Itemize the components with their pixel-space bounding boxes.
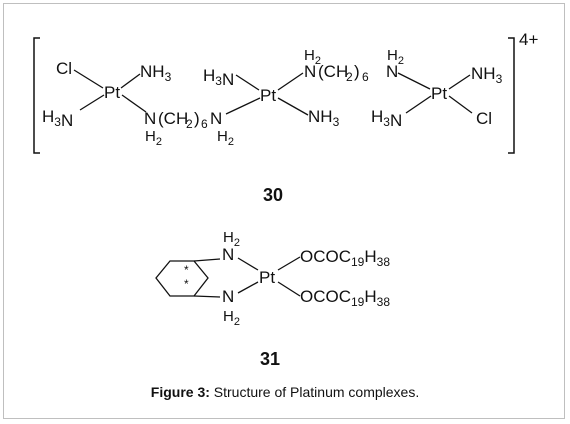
amine-h2-bottom: H2 [223,308,240,328]
ammine-right-top: NH3 [471,64,503,86]
left-bracket [33,37,40,154]
linker-upper-close: ) [354,62,360,81]
linker-lower-h2-left: H2 [145,128,162,148]
linker-upper-sub6: 6 [362,70,369,84]
amine-n-top: N [222,245,234,264]
ammine-right-left: H3N [371,107,402,130]
linker-lower-h2-right: H2 [217,128,234,148]
ester-top: OCOC19H38 [300,247,390,269]
caption-text: Structure of Platinum complexes. [209,384,420,400]
ammine-left-bottom: H3N [42,107,73,130]
linker-lower-sub6: 6 [201,117,208,131]
compound-31-label: 31 [260,349,280,369]
charge-label: 4+ [519,30,538,49]
compound-30-label: 30 [263,185,283,205]
stereo-marker-top: * [184,263,189,277]
linker-upper-n1: N [304,62,316,81]
stereo-marker-bottom: * [184,277,189,291]
cyclohexane-ring [155,260,209,297]
platinum-left: Pt [104,83,120,102]
linker-lower-n1: N [144,109,156,128]
ammine-middle-bottom: NH3 [308,107,340,129]
linker-lower-sub2: 2 [186,117,193,131]
linker-lower-close: ) [194,109,200,128]
ester-bottom: OCOC19H38 [300,287,390,309]
chloride-left: Cl [56,59,72,78]
chloride-right: Cl [476,109,492,128]
linker-lower-ch: (CH [158,109,188,128]
ammine-middle-left: H3N [203,66,234,89]
figure-frame [3,3,565,419]
linker-upper-sub2: 2 [346,70,353,84]
platinum-31: Pt [259,268,275,287]
linker-lower-n2: N [210,109,222,128]
platinum-middle: Pt [260,86,276,105]
linker-upper-ch: (CH [318,62,348,81]
caption-bold: Figure 3: [150,384,210,400]
amine-n-bottom: N [222,287,234,306]
linker-upper-n2: N [386,62,398,81]
ammine-left-top: NH3 [140,62,172,84]
platinum-right: Pt [431,84,447,103]
right-bracket [508,37,515,154]
figure-caption: Figure 3: Structure of Platinum complexe… [0,384,570,400]
